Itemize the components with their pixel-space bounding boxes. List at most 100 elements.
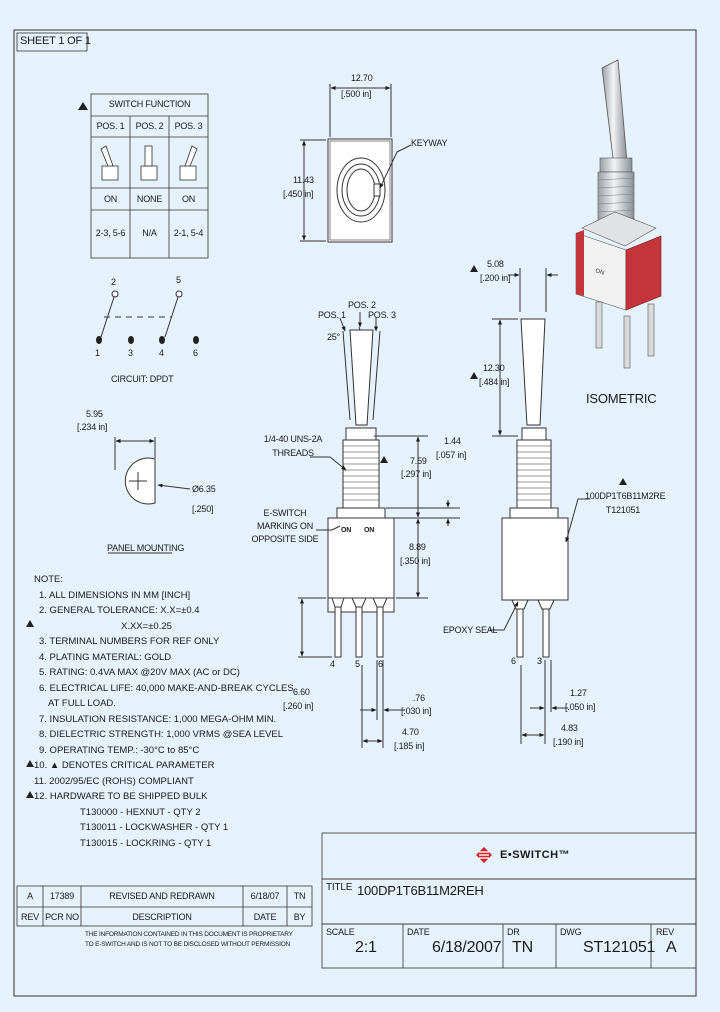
circuit-pin-4: 4 [159,348,164,358]
rev-row-date: 6/18/07 [250,891,280,901]
note-line: 9. OPERATING TEMP.: -30°C to 85°C [39,744,200,756]
keyway-label: KEYWAY [411,138,448,148]
eswitch-logo-icon [476,847,492,863]
scale-label: SCALE [326,927,355,937]
panel-mounting-drawing [108,437,191,554]
note-line: AT FULL LOAD. [48,698,116,709]
rev-header-date: DATE [253,912,277,922]
confidential-line-1: THE INFORMATION CONTAINED IN THIS DOCUME… [85,931,293,938]
note-line: 5. RATING: 0.4VA MAX @20V MAX (AC or DC) [39,667,240,678]
title-value: 100DP1T6B11M2REH [357,883,484,898]
title-label: TITLE [326,882,353,893]
dr-value: TN [512,939,533,956]
date-value: 6/18/2007 [432,939,502,956]
pos2-terminals: N/A [142,228,157,238]
brand-name: E•SWITCH™ [500,849,571,861]
front-pos3: POS. 3 [368,310,396,320]
pos3-header: POS. 3 [174,121,203,131]
rev-row-by: TN [293,891,306,901]
sheet-label-box [16,32,88,52]
note-line: 11. 2002/95/EC (ROHS) COMPLIANT [34,775,194,787]
top-view-drawing [300,84,412,243]
dim-1230-in: [.484 in] [479,377,510,387]
dim-127-in: [.050 in] [565,702,596,712]
dim-483-mm: 4.83 [561,723,578,733]
circuit-pin-5: 5 [176,275,181,285]
dr-label: DR [507,927,520,937]
notes-block: NOTE: 1. ALL DIMENSIONS IN MM [INCH] 2. … [34,572,294,851]
side-pin-3: 3 [537,656,542,666]
front-pin-5: 5 [355,659,360,669]
sheet-border [13,29,697,997]
top-width-mm: 12.70 [351,73,373,83]
dim-144-mm: 1.44 [444,436,461,446]
top-height-in: [.450 in] [283,189,314,199]
toggle-pos2-icon [140,145,158,181]
revision-table [16,885,313,927]
note-line: T130015 - LOCKRING - QTY 1 [80,837,212,849]
note-line: X.XX=±0.25 [121,620,172,632]
critical-triangle-icon [78,102,88,110]
toggle-pos1-icon [100,145,119,181]
dim-508-in: [.200 in] [480,273,511,283]
switch-function-title: SWITCH FUNCTION [108,99,191,109]
pos3-terminals: 2-1, 5-4 [173,228,204,238]
pos1-terminals: 2-3, 5-6 [95,228,126,238]
note-line: 1. ALL DIMENSIONS IN MM [INCH] [39,589,191,601]
dim-470-mm: 4.70 [402,727,419,737]
circuit-pin-3: 3 [128,348,133,358]
marking-label: E-SWITCH MARKING ON OPPOSITE SIDE [251,508,319,544]
pos2-state: NONE [136,194,163,204]
dim-759-in: [.297 in] [401,469,432,479]
circuit-diagram [100,290,183,338]
dim-889-mm: 8.89 [409,542,426,552]
note-line: 12. HARDWARE TO BE SHIPPED BULK [34,791,208,802]
dim-483-in: [.190 in] [553,737,584,747]
front-pos2: POS. 2 [348,300,376,310]
dim-76-mm: .76 [413,693,425,703]
panel-dim-mm: 5.95 [86,409,103,419]
panel-mounting-label: PANEL MOUNTING [107,543,185,553]
confidential-line-2: TO E-SWITCH AND IS NOT TO BE DISCLOSED W… [85,941,291,948]
dim-144-in: [.057 in] [436,450,467,460]
panel-dia-in: [.250] [192,504,214,514]
circuit-pin-2: 2 [111,277,116,287]
dwg-value: ST121051 [583,939,656,956]
dim-76-in: [.030 in] [401,706,432,716]
rev-label: REV [656,927,674,937]
top-height-mm: 11.43 [293,175,314,185]
critical-markers [26,265,627,798]
rev-row-rev: A [27,891,33,901]
epoxy-label: EPOXY SEAL [443,625,498,635]
note-line: T130011 - LOCKWASHER - QTY 1 [80,822,229,833]
title-block [321,832,697,969]
notes-title: NOTE: [34,574,64,585]
top-width-in: [.500 in] [341,89,372,99]
front-on-left: ON [341,527,352,534]
note-line: 3. TERMINAL NUMBERS FOR REF ONLY [39,636,220,647]
note-line: 10. ▲ DENOTES CRITICAL PARAMETER [34,760,215,771]
side-part-label: 100DP1T6B11M2RE T121051 [585,491,666,515]
note-line: 8. DIELECTRIC STRENGTH: 1,000 VRMS @SEA … [39,729,284,740]
circuit-pin-1: 1 [95,348,100,358]
front-pos1: POS. 1 [318,310,346,320]
isometric-label: ISOMETRIC [586,391,657,406]
dim-470-in: [.185 in] [394,741,425,751]
front-angle: 25° [327,332,341,342]
rev-header-desc: DESCRIPTION [132,912,192,922]
note-line: 7. INSULATION RESISTANCE: 1,000 MEGA-OHM… [39,713,277,725]
side-view-drawing [490,268,590,744]
pos1-state: ON [103,194,118,204]
rev-header-by: BY [293,912,306,922]
rev-header-pcr: PCR NO [45,912,79,922]
side-pin-6: 6 [511,656,516,666]
front-view-drawing [298,312,460,748]
svg-text:ON: ON [594,268,604,276]
rev-row-desc: REVISED AND REDRAWN [109,891,215,901]
pos2-header: POS. 2 [135,121,164,131]
panel-dia-mm: Ø6.35 [192,484,216,494]
front-pin-6: 6 [378,659,383,669]
note-line: 2. GENERAL TOLERANCE: X.X=±0.4 [39,605,200,616]
note-line: 6. ELECTRICAL LIFE: 40,000 MAKE-AND-BREA… [39,682,294,694]
rev-header-rev: REV [21,912,39,922]
